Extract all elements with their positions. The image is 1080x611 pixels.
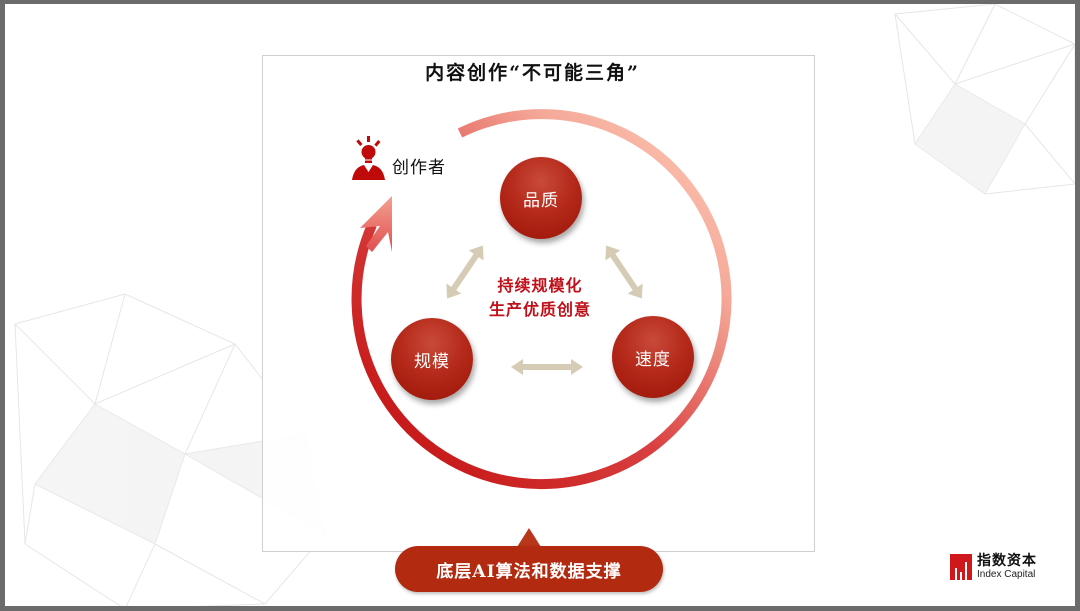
- logo: 指数资本 Index Capital: [950, 554, 1037, 580]
- double-arrows: [446, 245, 643, 375]
- callout-banner: 底层AI算法和数据支撑: [395, 546, 663, 592]
- node-scale: 规模: [391, 318, 473, 400]
- cycle-arc: [351, 109, 732, 490]
- logo-en: Index Capital: [977, 569, 1036, 580]
- node-speed: 速度: [612, 316, 694, 398]
- node-quality-label: 品质: [523, 190, 559, 211]
- center-text-line2: 生产优质创意: [488, 300, 591, 319]
- index-capital-logo-icon: [950, 554, 972, 580]
- center-text-line1: 持续规模化: [497, 276, 583, 295]
- page-title: 内容创作“不可能三角”: [425, 62, 640, 84]
- person-lightbulb-icon: [352, 136, 385, 180]
- center-text: 持续规模化 生产优质创意: [470, 274, 610, 322]
- node-quality: 品质: [500, 157, 582, 239]
- logo-cn: 指数资本: [977, 553, 1037, 569]
- creator: 创作者: [350, 136, 446, 180]
- creator-label: 创作者: [392, 158, 446, 178]
- callout-label: 底层AI算法和数据支撑: [436, 561, 622, 582]
- node-scale-label: 规模: [414, 351, 450, 372]
- cycle-arrowhead: [360, 196, 392, 252]
- callout-pointer: [517, 528, 541, 547]
- node-speed-label: 速度: [635, 349, 671, 370]
